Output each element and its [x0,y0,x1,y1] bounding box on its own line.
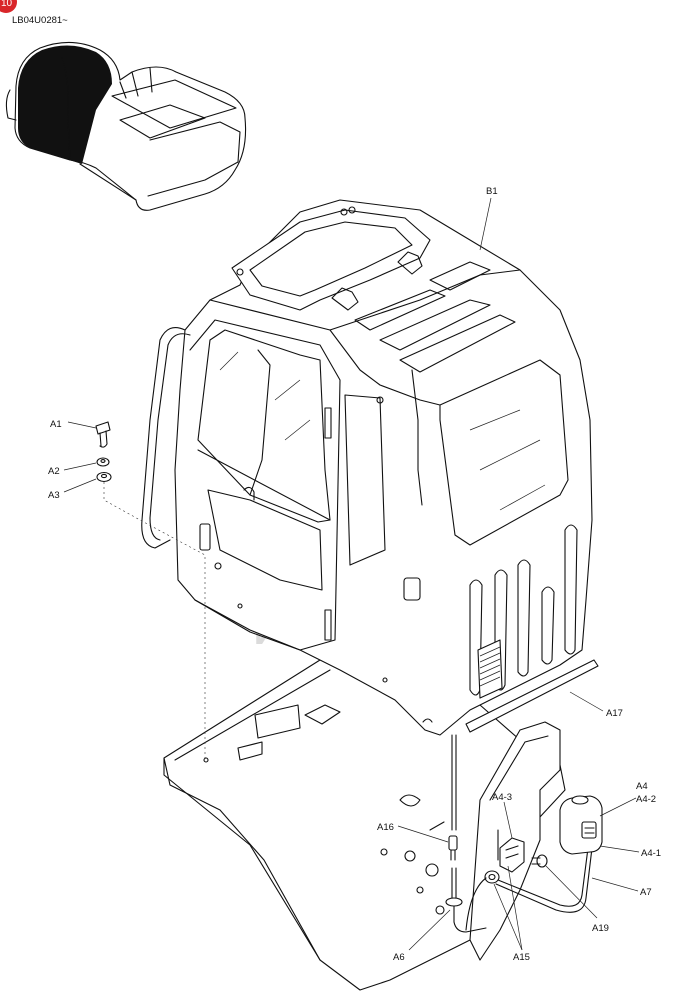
part-A3-washer [96,471,112,483]
part-A16-fitting [448,835,458,861]
leader-lines [63,197,640,951]
callout-A3: A3 [48,490,60,501]
part-A19-screw [531,854,548,868]
serial-range-label: LB04U0281~ [12,15,68,26]
callout-A4-2: A4-2 [636,794,656,805]
callout-labels: B1 A1 A2 A3 A17 A4 A4-2 A4-3 A4-1 A16 A7… [48,186,661,963]
part-A4-washer-tank [559,795,603,855]
page-badge-number: 10 [1,0,13,9]
callout-A2: A2 [48,466,60,477]
part-A1-bolt [95,421,111,448]
part-A6-pipe [445,734,487,933]
part-A7-hose [465,847,593,931]
cab-assembly [141,199,593,736]
callout-A17: A17 [606,708,623,719]
callout-A4-3: A4-3 [492,792,512,803]
callout-A4: A4 [636,781,648,792]
machine-location-thumbnail [5,41,247,211]
callout-A15: A15 [513,952,530,963]
part-A15-grommet [484,870,500,884]
callout-A19: A19 [592,923,609,934]
part-A17-seal-strip [465,659,599,733]
callout-A6: A6 [393,952,405,963]
callout-B1: B1 [486,186,498,197]
callout-A7: A7 [640,887,652,898]
callout-A1: A1 [50,419,62,430]
part-A2-washer [96,457,110,467]
callout-A4-1: A4-1 [641,848,661,859]
cab-floor-plate [163,659,566,991]
page-badge: 10 [0,0,17,13]
callout-A16: A16 [377,822,394,833]
